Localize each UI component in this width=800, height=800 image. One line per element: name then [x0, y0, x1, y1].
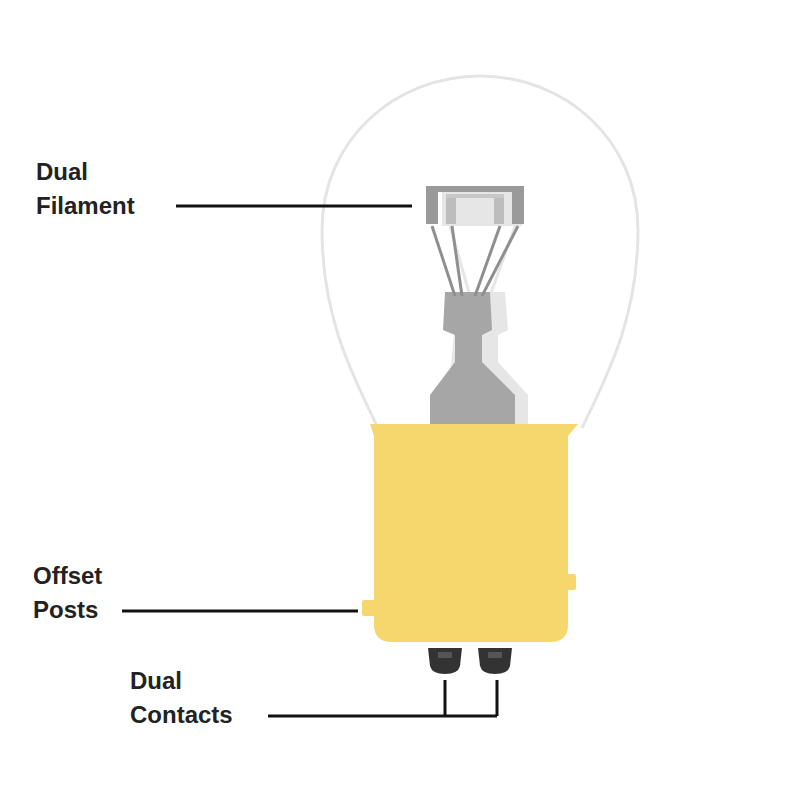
dual-filament — [426, 186, 524, 224]
bulb-base — [362, 424, 578, 642]
offset-post — [567, 574, 576, 590]
part-label: Offset Posts — [33, 559, 158, 627]
filament-supports — [432, 226, 518, 296]
part-label: Dual Filament — [36, 155, 161, 223]
offset-post — [362, 600, 375, 616]
part-label: Dual Contacts — [130, 664, 255, 732]
glass-envelope — [322, 76, 638, 428]
glass-stem — [430, 292, 515, 428]
dual-contacts — [428, 648, 512, 674]
leader-lines — [122, 206, 497, 716]
